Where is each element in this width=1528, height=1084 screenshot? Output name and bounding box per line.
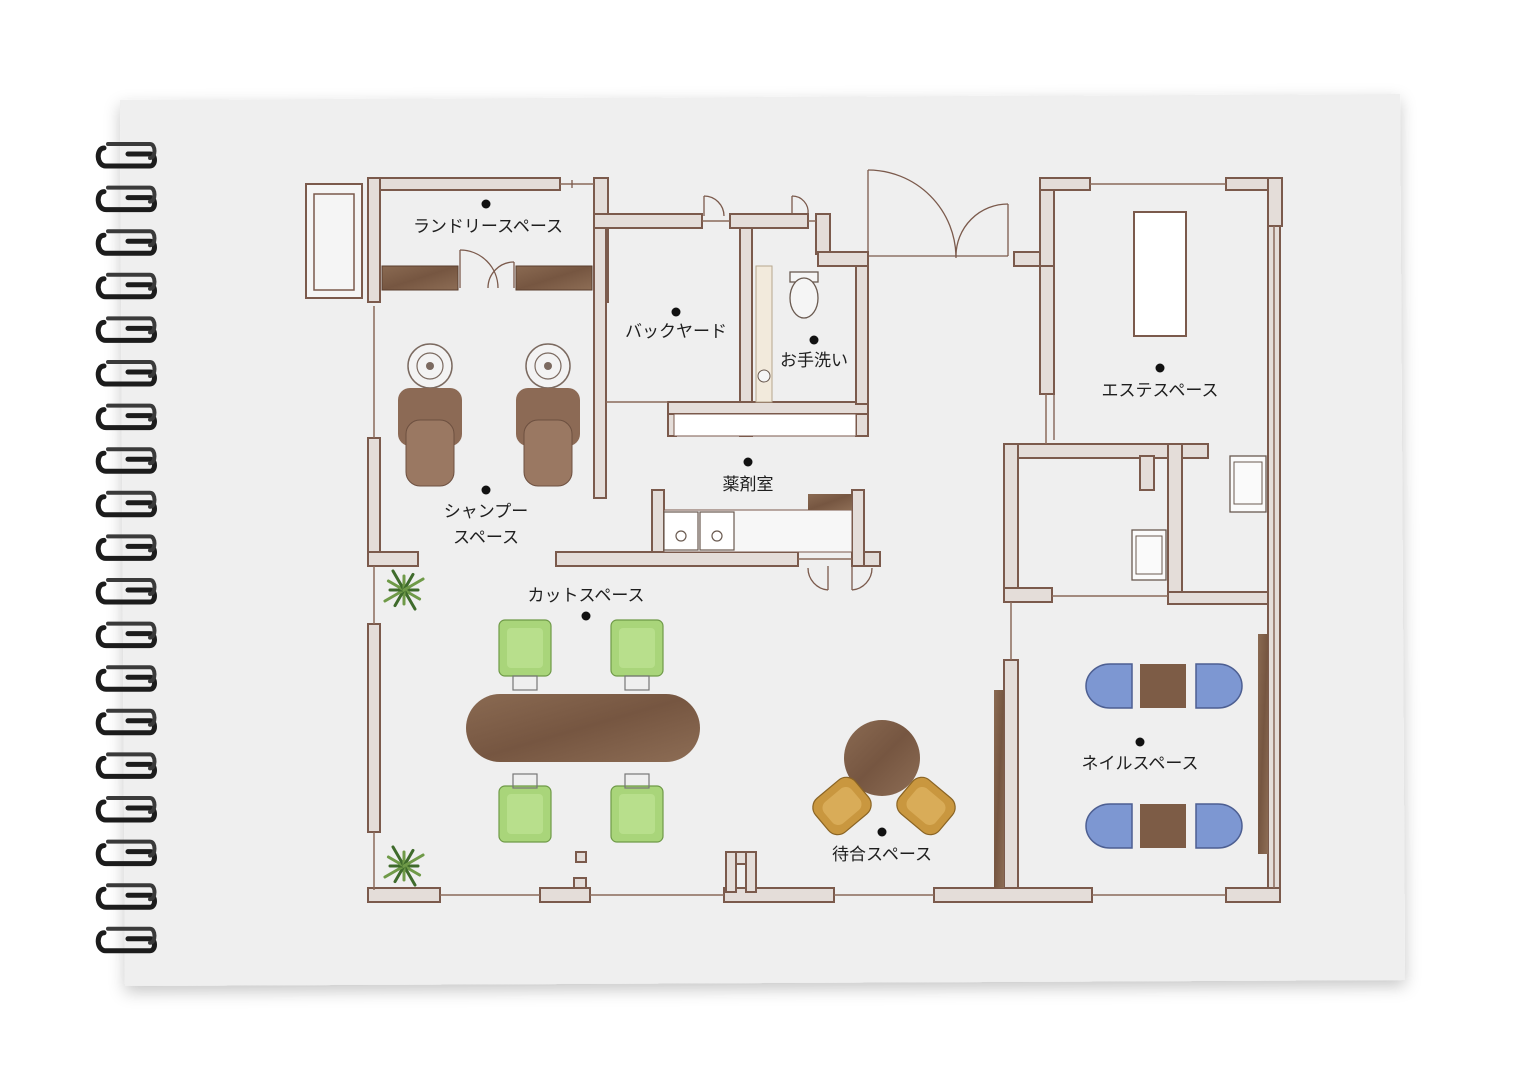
spiral-ring <box>95 185 157 213</box>
cut-chair <box>498 619 552 691</box>
nail-space-furniture <box>1085 663 1243 849</box>
plants <box>383 569 425 887</box>
esthe-fixtures <box>994 211 1268 888</box>
spiral-ring <box>95 534 157 561</box>
shampoo-chair <box>398 343 462 487</box>
cut-chair <box>498 773 552 843</box>
esthe-label: エステスペース <box>1102 381 1219 401</box>
shampoo-chair <box>516 343 580 487</box>
restroom-fixtures <box>673 265 857 437</box>
room-labels: ランドリースペース バックヤード お手洗い エステスペース 薬剤室 シャンプー … <box>413 199 1219 865</box>
shampoo-chairs <box>398 343 580 487</box>
label-dot <box>877 827 887 837</box>
spiral-ring <box>95 272 157 300</box>
label-dot <box>1155 363 1165 373</box>
plant <box>383 845 425 887</box>
cut-chair <box>610 619 664 691</box>
waiting-space-furniture <box>812 720 956 836</box>
spiral-ring <box>95 403 157 431</box>
backyard-label: バックヤード <box>625 322 727 342</box>
nail-station <box>1085 663 1243 709</box>
spiral-ring <box>95 621 157 649</box>
spiral-ring <box>95 447 157 474</box>
label-dot <box>581 611 591 621</box>
spiral-ring <box>95 926 157 954</box>
restroom-label: お手洗い <box>780 351 848 371</box>
laundry-fixtures <box>305 183 593 299</box>
spiral-ring <box>95 229 157 256</box>
spiral-ring <box>95 578 157 605</box>
label-dot <box>481 199 491 209</box>
plant <box>383 569 425 611</box>
spiral-ring <box>95 883 157 910</box>
door-swings <box>459 169 1155 591</box>
label-dot <box>1135 737 1145 747</box>
thin-lines <box>373 183 1275 896</box>
spiral-binding <box>95 142 157 954</box>
nail-station <box>1085 803 1243 849</box>
spiral-ring <box>95 490 157 518</box>
cut-label: カットスペース <box>528 586 645 606</box>
laundry-label: ランドリースペース <box>413 217 563 237</box>
dispensary-fixtures <box>663 494 853 553</box>
label-dot <box>743 457 753 467</box>
spiral-ring <box>95 665 157 692</box>
spiral-ring <box>95 360 157 387</box>
spiral-ring <box>95 708 157 736</box>
label-dot <box>481 485 491 495</box>
spiral-ring <box>95 839 157 867</box>
label-dot <box>671 307 681 317</box>
cut-space-furniture <box>466 619 700 843</box>
cut-chair <box>610 773 664 843</box>
shampoo-label-line2: スペース <box>453 528 519 548</box>
spiral-ring <box>95 316 157 343</box>
spiral-ring <box>95 752 157 779</box>
waiting-label: 待合スペース <box>832 845 932 865</box>
shampoo-label-line1: シャンプー <box>444 502 529 522</box>
spiral-ring <box>95 142 157 169</box>
label-dot <box>809 335 819 345</box>
nail-label: ネイルスペース <box>1082 754 1199 774</box>
spiral-ring <box>95 796 157 823</box>
dispensary-label: 薬剤室 <box>723 475 774 495</box>
